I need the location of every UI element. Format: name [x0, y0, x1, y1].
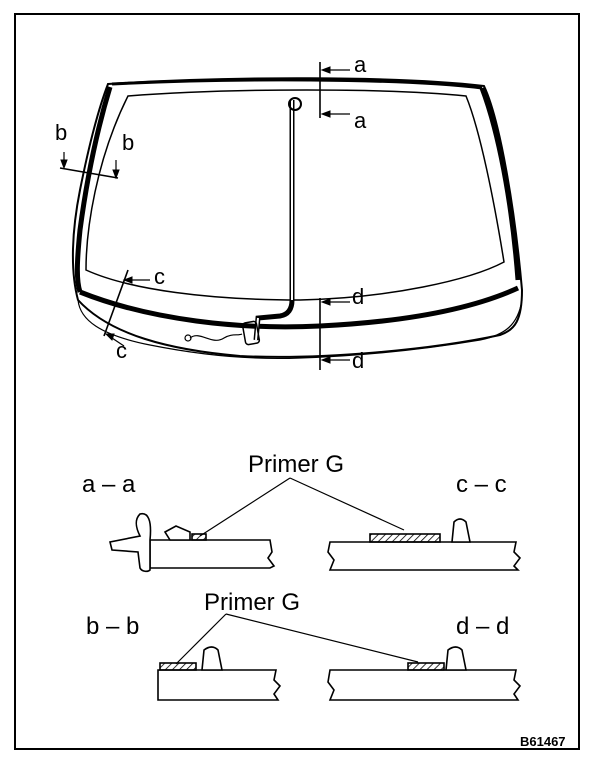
primer-callout-bottom: Primer G: [204, 589, 300, 616]
label-b-right: b: [122, 130, 134, 155]
windshield-glass: [71, 77, 524, 360]
label-d-top: d: [352, 284, 364, 309]
section-line-a: [319, 62, 350, 118]
primer-callout-top: Primer G: [248, 451, 344, 478]
section-title-cc: c – c: [456, 471, 507, 498]
section-line-d: [319, 298, 350, 370]
diagram-frame: [14, 13, 580, 750]
section-line-c: [103, 269, 150, 347]
section-view-cc: [327, 518, 522, 571]
section-view-aa: [109, 512, 276, 573]
section-view-dd: [327, 646, 522, 701]
section-view-bb: [157, 646, 282, 701]
label-d-bottom: d: [352, 348, 364, 373]
label-b-left: b: [55, 120, 67, 145]
label-a-top: a: [354, 52, 367, 77]
section-title-dd: d – d: [456, 613, 509, 640]
primer-leader-lines: [175, 477, 419, 665]
figure-code: B61467: [520, 734, 566, 749]
label-c-top: c: [154, 264, 165, 289]
section-title-bb: b – b: [86, 613, 139, 640]
label-a-bottom: a: [354, 108, 367, 133]
label-c-bottom: c: [116, 338, 127, 363]
section-title-aa: a – a: [82, 471, 136, 498]
section-line-b: [59, 152, 120, 180]
